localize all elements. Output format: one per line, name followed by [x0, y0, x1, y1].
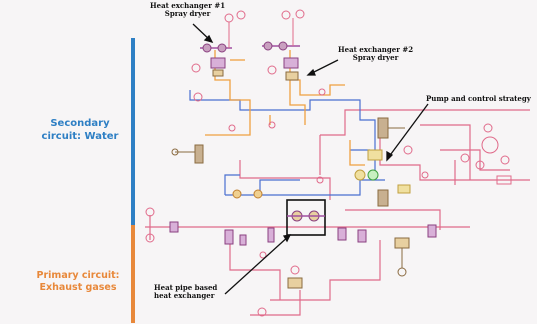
primary-circuit-line1: Primary circuit:	[36, 270, 120, 281]
secondary-circuit-line2: circuit: Water	[41, 130, 119, 142]
annotation-arrows	[192, 23, 429, 295]
heat-pipe-label: Heat pipe based heat exchanger	[154, 283, 218, 301]
water-pipelines	[189, 90, 385, 196]
primary-circuit-label: Primary circuit: Exhaust gases	[24, 270, 132, 294]
secondary-circuit-label: Secondary circuit: Water	[28, 118, 132, 143]
hx1-label: Heat exchanger #1 Spray dryer	[150, 1, 226, 19]
heat-pipe-label-line2: heat exchanger	[154, 291, 215, 301]
hx2-label-line2: Spray dryer	[352, 53, 399, 63]
hx1-label-line1: Heat exchanger #1	[150, 1, 226, 10]
heat-pipe-label-line1: Heat pipe based	[154, 283, 218, 292]
hx1-label-line2: Spray dryer	[164, 9, 211, 19]
pink-pipelines	[145, 109, 530, 316]
heat-exchanger-1	[191, 10, 246, 77]
pump-control-label: Pump and control strategy	[426, 94, 531, 103]
hx2-label-line1: Heat exchanger #2	[338, 45, 414, 54]
secondary-circuit-bar	[131, 38, 135, 225]
primary-circuit-bar	[131, 225, 135, 323]
hx2-label: Heat exchanger #2 Spray dryer	[338, 45, 414, 63]
heat-exchanger-2	[262, 9, 305, 81]
primary-circuit-line2: Exhaust gases	[39, 281, 117, 293]
components	[145, 88, 512, 317]
heat-pipe-exchanger	[287, 210, 325, 222]
heat-pipe-highlight-box	[286, 199, 326, 236]
secondary-circuit-line1: Secondary	[50, 118, 110, 129]
